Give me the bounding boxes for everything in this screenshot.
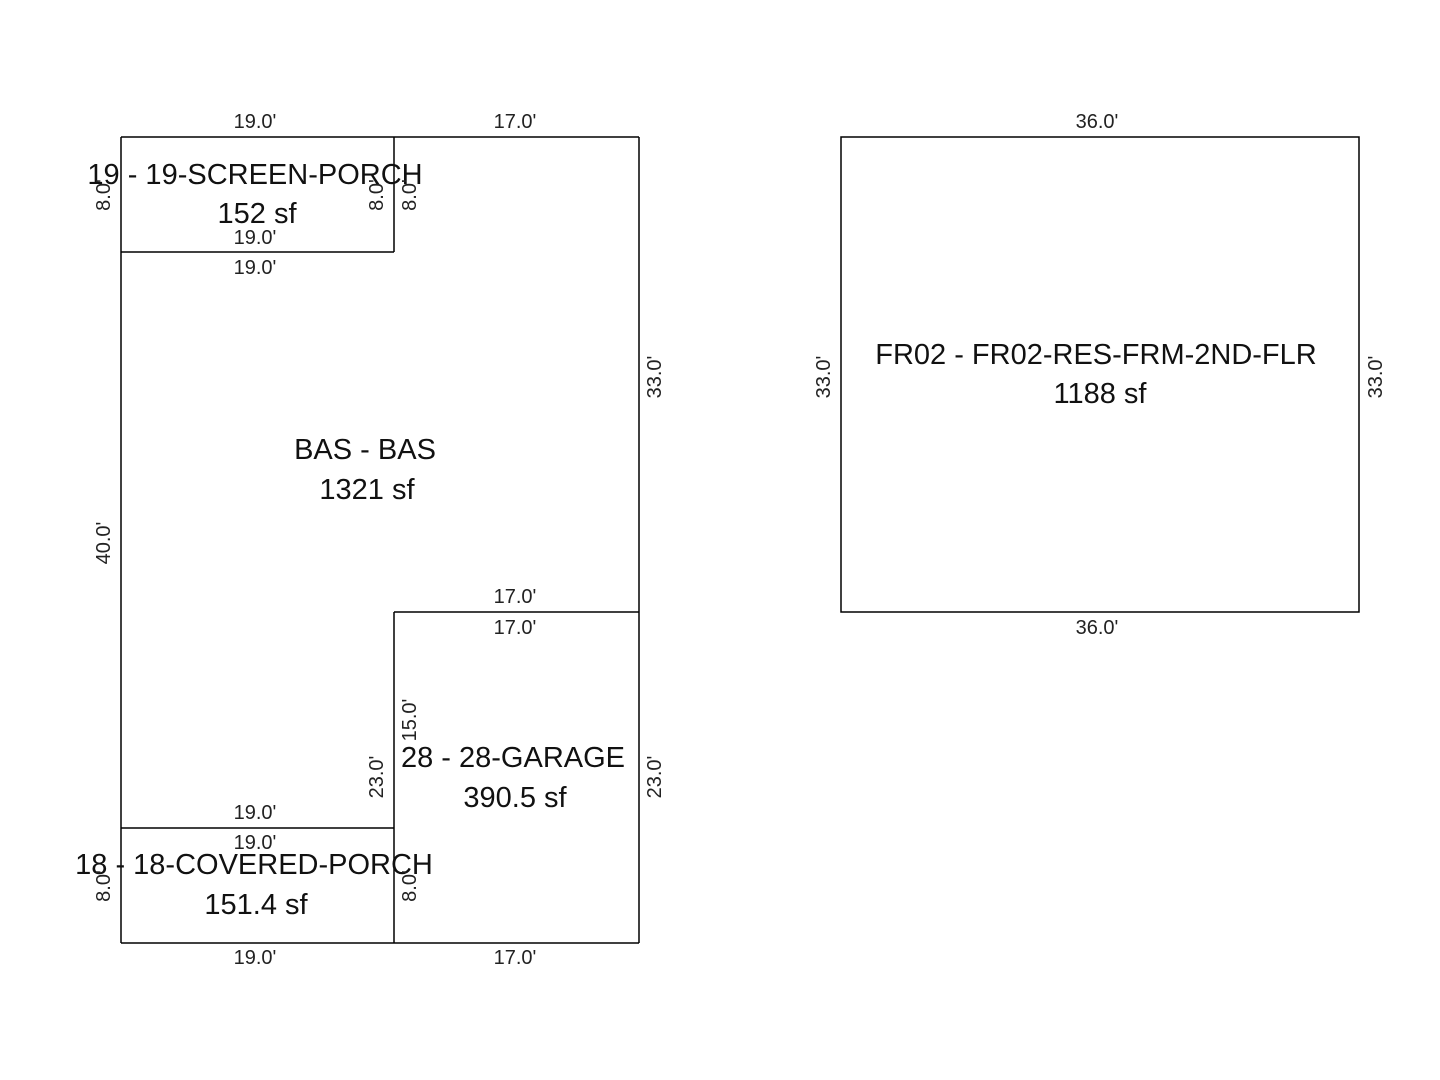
second-floor-left-dim: 33.0' [813, 356, 835, 399]
bas-area[interactable]: BAS - BAS 1321 sf 17.0' 19.0' 33.0' 40.0… [93, 111, 666, 608]
covered-porch-size: 151.4 sf [204, 889, 308, 921]
second-floor-outline [840, 136, 1360, 613]
bas-size: 1321 sf [319, 474, 415, 506]
covered-porch-right-dim: 8.0' [399, 870, 421, 902]
second-floor-top-dim: 36.0' [1076, 111, 1119, 133]
second-floor-right-dim: 33.0' [1365, 356, 1387, 399]
second-floor-label: FR02 - FR02-RES-FRM-2ND-FLR [875, 339, 1316, 371]
screen-porch-label: 19 - 19-SCREEN-PORCH [87, 159, 422, 191]
covered-porch-left-dim: 8.0' [93, 870, 115, 902]
garage-label: 28 - 28-GARAGE [401, 742, 625, 774]
garage-area[interactable]: 28 - 28-GARAGE 390.5 sf 17.0' 17.0' 23.0… [366, 611, 666, 969]
bas-above-garage-dim: 17.0' [494, 586, 537, 608]
covered-porch-label: 18 - 18-COVERED-PORCH [75, 849, 433, 881]
screen-porch-area[interactable]: 19 - 19-SCREEN-PORCH 152 sf 19.0' 19.0' … [87, 111, 423, 253]
second-floor-area[interactable]: FR02 - FR02-RES-FRM-2ND-FLR 1188 sf 36.0… [813, 111, 1387, 639]
covered-porch-area[interactable]: 18 - 18-COVERED-PORCH 151.4 sf 19.0' 19.… [75, 802, 433, 969]
bas-right-dim: 33.0' [644, 356, 666, 399]
screen-porch-top-dim: 19.0' [234, 111, 277, 133]
screen-porch-left-dim: 8.0' [93, 179, 115, 211]
covered-porch-above-dim: 19.0' [234, 802, 277, 824]
screen-porch-right-dim: 8.0' [366, 179, 388, 211]
screen-porch-size: 152 sf [218, 198, 298, 230]
garage-bottom-dim: 17.0' [494, 947, 537, 969]
garage-right-dim: 23.0' [644, 756, 666, 799]
bas-below-porch-dim: 19.0' [234, 257, 277, 279]
bas-step-right-dim: 8.0' [399, 179, 421, 211]
garage-size: 390.5 sf [463, 782, 567, 814]
covered-porch-top-dim: 19.0' [234, 832, 277, 854]
second-floor-bottom-dim: 36.0' [1076, 617, 1119, 639]
bas-top-dim: 17.0' [494, 111, 537, 133]
bas-label: BAS - BAS [294, 434, 436, 466]
screen-porch-bottom-dim: 19.0' [234, 227, 277, 249]
second-floor-size: 1188 sf [1054, 378, 1148, 410]
covered-porch-bottom-dim: 19.0' [234, 947, 277, 969]
garage-left-dim: 23.0' [366, 756, 388, 799]
garage-top-dim: 17.0' [494, 617, 537, 639]
bas-left-dim: 40.0' [93, 522, 115, 565]
garage-inner-left-dim: 15.0' [399, 699, 421, 742]
bas-outline [120, 136, 640, 944]
